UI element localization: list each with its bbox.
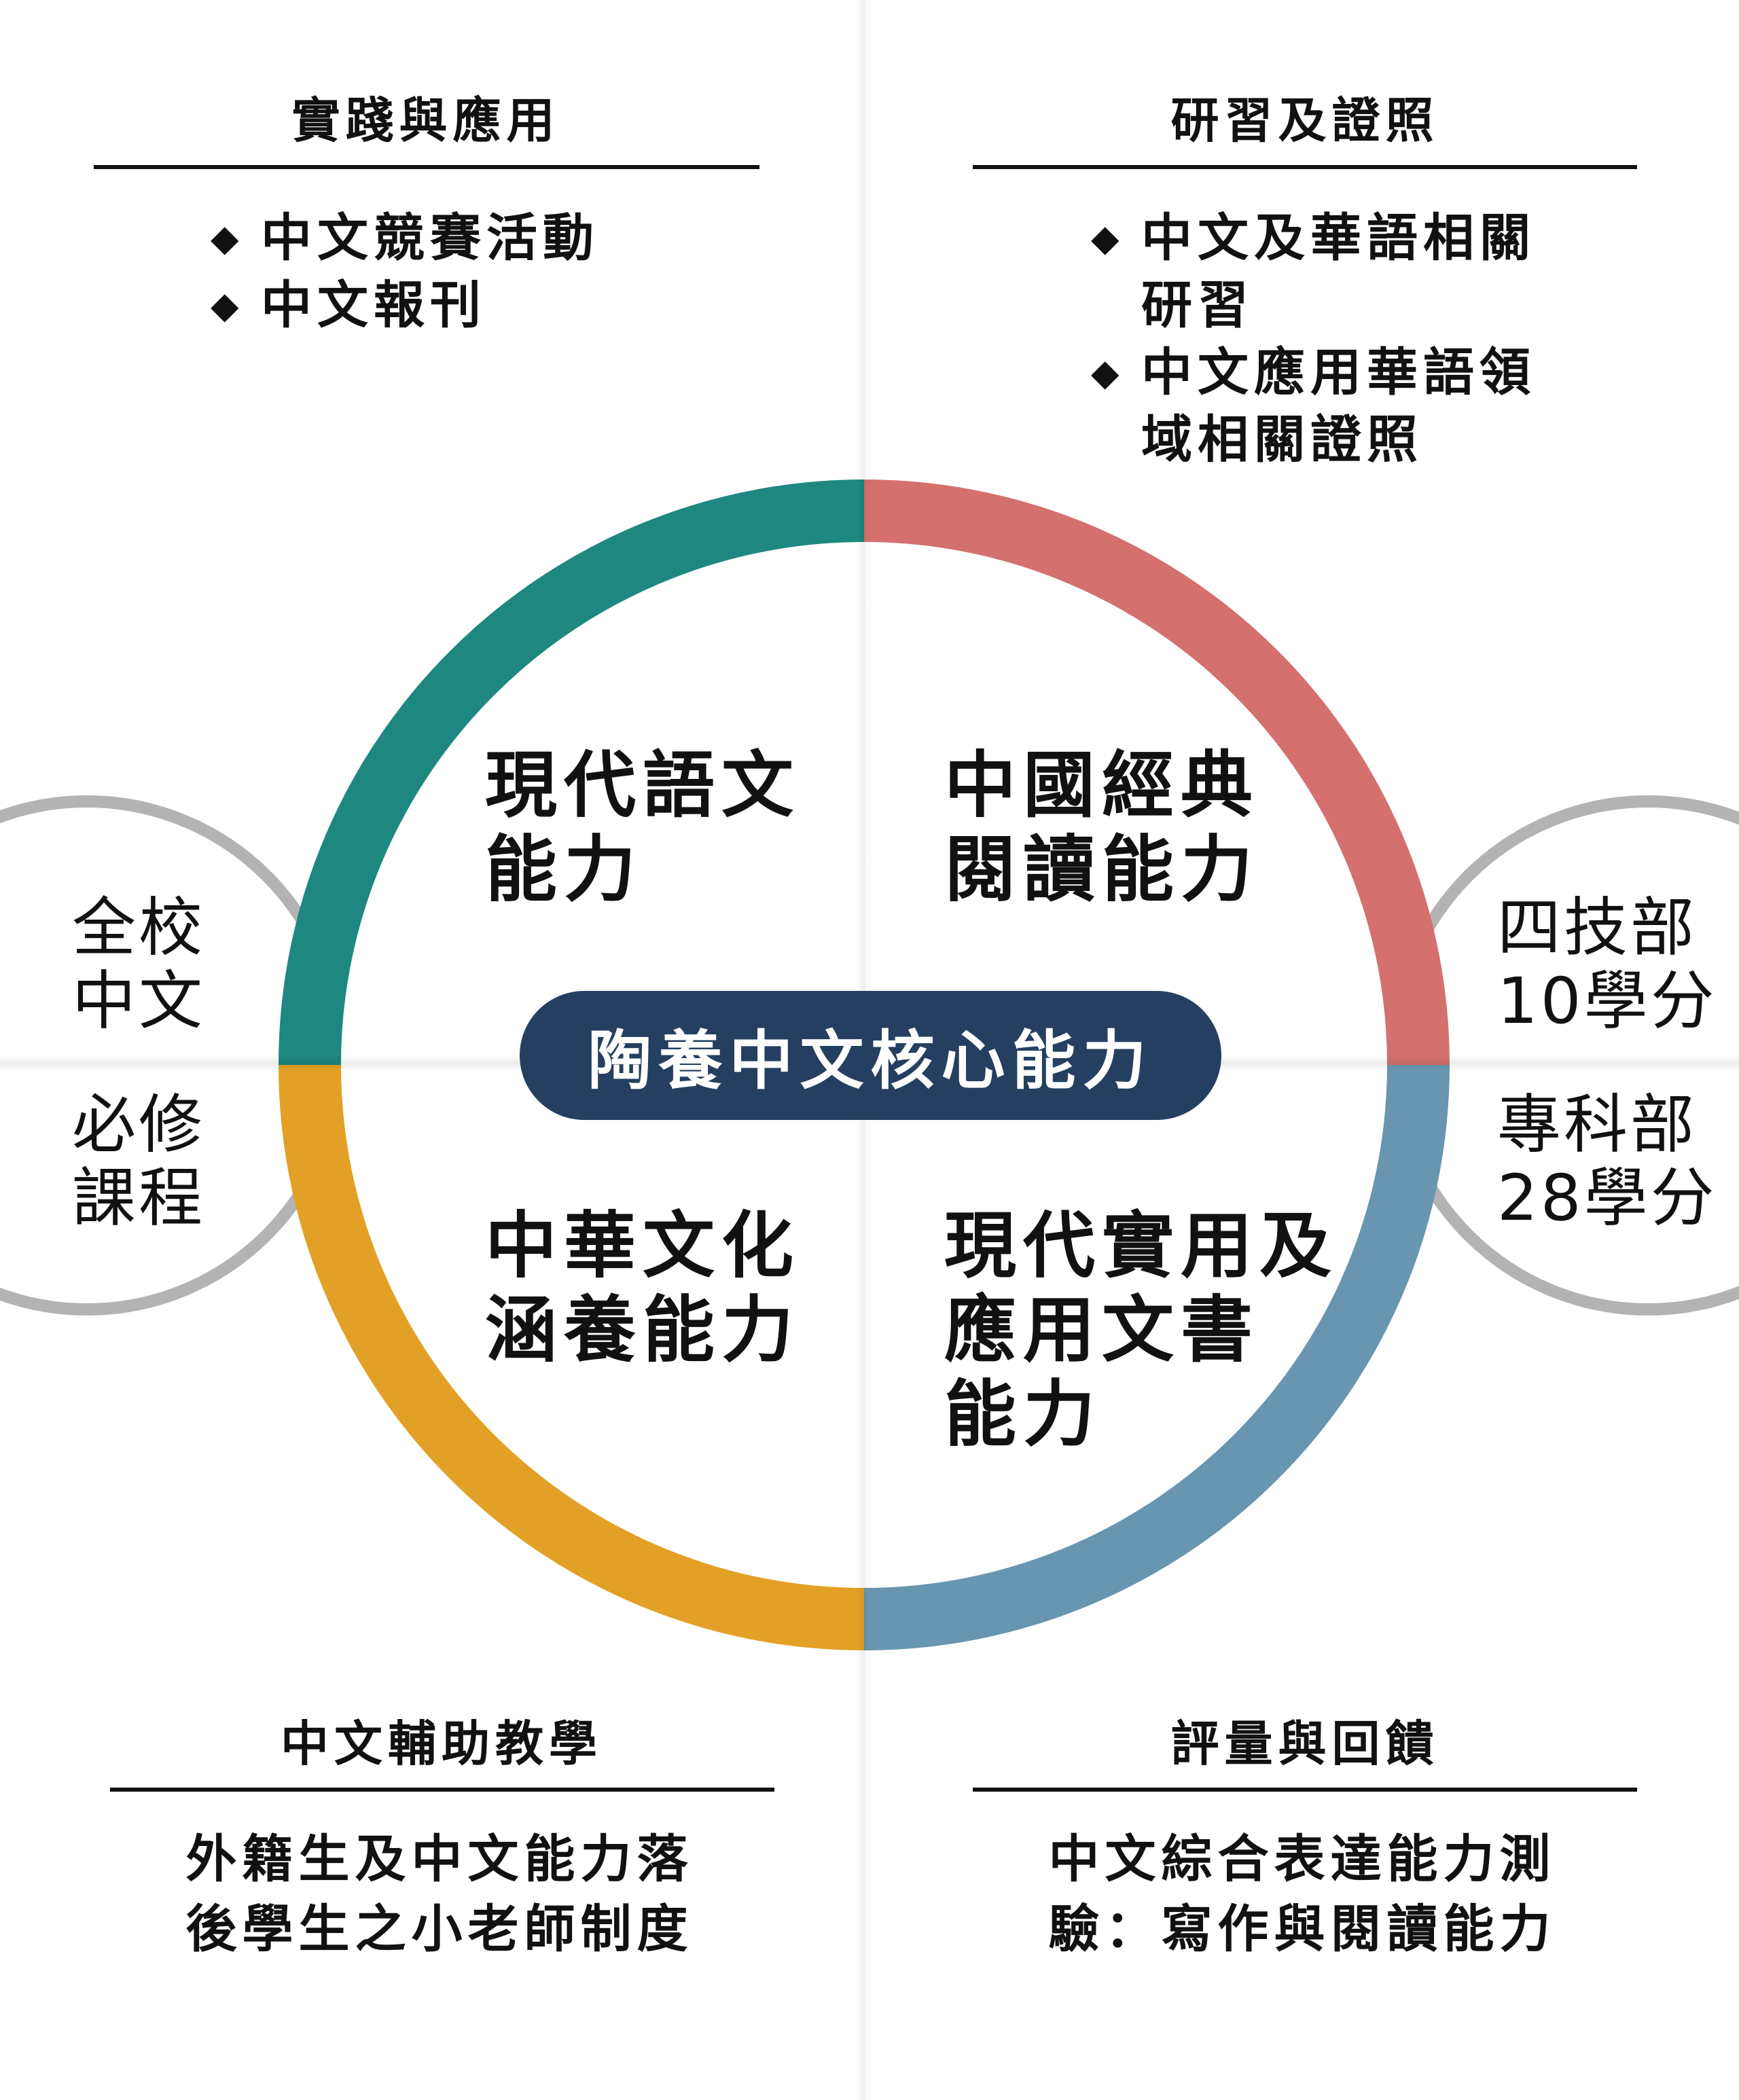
quadrant-classics-reading: 中國經典 閱讀能力: [944, 744, 1325, 912]
tutoring-description: 外籍生及中文能力落 後學生之小老師制度: [100, 1824, 779, 1964]
side-line: 中文: [72, 964, 206, 1038]
item-text: 中文應用華語領: [1141, 342, 1537, 402]
ring-segment-gold: [279, 1064, 865, 1650]
quadrant-modern-language: 現代語文 能力: [485, 744, 865, 912]
side-line: 課程: [72, 1161, 206, 1235]
text-line: 驗：寫作與閱讀能力: [1048, 1899, 1556, 1959]
left-side-top-label: 全校 中文: [72, 892, 205, 1038]
diamond-icon: ◆: [1091, 217, 1125, 259]
quadrant-line: 現代實用及: [944, 1204, 1338, 1288]
item-text: 域相關證照: [1141, 410, 1424, 469]
practice-list: ◆ 中文競賽活動 ◆ 中文報刊: [211, 204, 599, 339]
item-text: 中文競賽活動: [261, 208, 600, 268]
quadrant-line: 涵養能力: [485, 1288, 800, 1372]
side-line: 四技部: [1497, 891, 1698, 965]
heading-tutoring: 中文輔助教學: [280, 1716, 603, 1772]
heading-rule: [973, 165, 1637, 169]
text-line: 後學生之小老師制度: [185, 1899, 694, 1959]
quadrant-line: 中國經典: [944, 744, 1259, 827]
side-line: 專科部: [1497, 1088, 1698, 1162]
item-text: 中文及華語相關: [1141, 208, 1537, 268]
side-line: 必修: [72, 1088, 206, 1162]
quadrant-line: 應用文書: [944, 1288, 1259, 1372]
list-item: ◆ 中文及華語相關研習: [1091, 204, 1536, 339]
text-line: 中文綜合表達能力測: [1048, 1829, 1556, 1889]
quadrant-line: 能力: [944, 1373, 1102, 1456]
center-label-pill: 陶養中文核心能力: [520, 991, 1221, 1120]
left-side-bottom-label: 必修 課程: [72, 1089, 205, 1235]
ring-segment-blue: [863, 1064, 1450, 1650]
quadrant-culture: 中華文化 涵養能力: [485, 1204, 865, 1373]
quadrant-line: 現代語文: [485, 744, 800, 827]
heading-rule: [973, 1788, 1637, 1792]
right-side-bottom-label: 專科部 28學分: [1497, 1089, 1717, 1235]
diamond-icon: ◆: [211, 217, 245, 259]
heading-rule: [110, 1788, 774, 1792]
ring-segment-teal: [279, 479, 865, 1066]
quadrant-practical-writing: 現代實用及 應用文書 能力: [944, 1204, 1365, 1457]
right-side-top-label: 四技部 10學分: [1497, 892, 1717, 1038]
assessment-description: 中文綜合表達能力測 驗：寫作與閱讀能力: [963, 1824, 1642, 1964]
side-line: 28學分: [1497, 1161, 1717, 1235]
item-text: 中文報刊: [261, 275, 487, 335]
ring-segment-red: [863, 479, 1450, 1066]
side-line: 全校: [72, 891, 206, 965]
heading-practice: 實踐與應用: [291, 92, 560, 149]
heading-assessment: 評量與回饋: [1170, 1716, 1439, 1772]
text-line: 外籍生及中文能力落: [185, 1829, 694, 1889]
heading-training: 研習及證照: [1170, 92, 1439, 149]
training-list: ◆ 中文及華語相關研習 ◆ 中文應用華語領域相關證照: [1091, 204, 1536, 473]
item-text: 研習: [1141, 275, 1255, 335]
quadrant-line: 閱讀能力: [944, 828, 1259, 911]
diamond-icon: ◆: [211, 284, 245, 327]
quadrant-line: 中華文化: [485, 1204, 800, 1288]
list-item: ◆ 中文競賽活動: [211, 204, 599, 272]
list-item: ◆ 中文報刊: [211, 272, 599, 339]
heading-rule: [94, 165, 759, 169]
diamond-icon: ◆: [1091, 351, 1125, 394]
quadrant-line: 能力: [485, 828, 643, 911]
side-line: 10學分: [1497, 964, 1717, 1038]
list-item: ◆ 中文應用華語領域相關證照: [1091, 339, 1536, 473]
